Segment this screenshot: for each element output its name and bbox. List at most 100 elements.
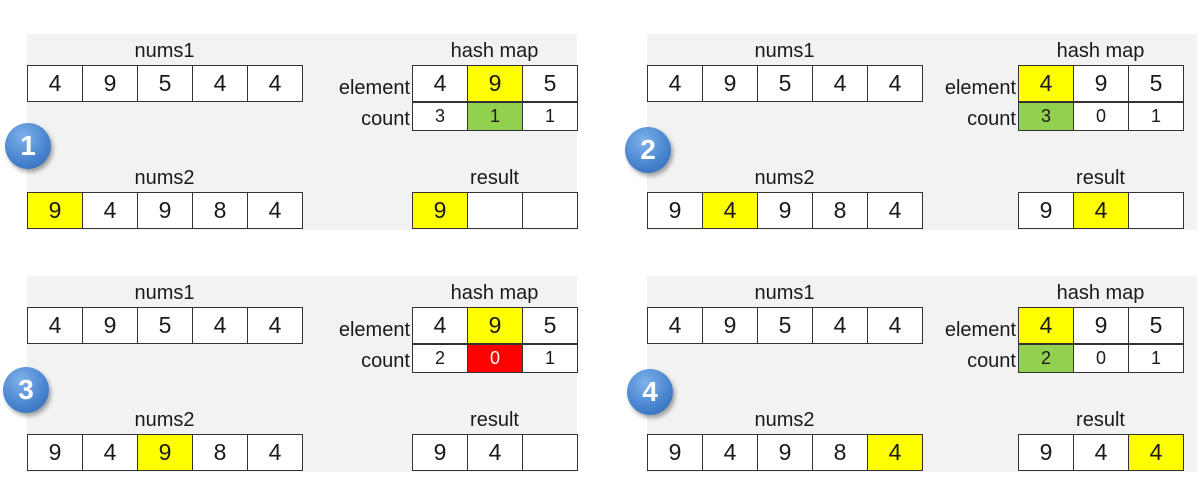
array-cell: 5: [523, 308, 578, 344]
array-cell: 4: [868, 193, 923, 229]
hash-map-label: hash map: [1056, 40, 1145, 62]
array-cell: 8: [193, 193, 248, 229]
array-cell: 4: [1129, 435, 1184, 471]
array-cell: 1: [523, 345, 578, 373]
array-cell: 9: [413, 435, 468, 471]
array-cell: 4: [648, 66, 703, 102]
array-cell: 5: [138, 66, 193, 102]
element-row-label: element: [338, 319, 410, 341]
array-cell: 4: [648, 308, 703, 344]
array-cell: 9: [28, 193, 83, 229]
count-row-label: count: [967, 350, 1016, 372]
array-cell: 9: [138, 193, 193, 229]
array-cell: 4: [28, 66, 83, 102]
count-row-label: count: [361, 350, 410, 372]
element-row-label: element: [338, 77, 410, 99]
array-cell: 8: [813, 435, 868, 471]
array-cell: 1: [1129, 103, 1184, 131]
array-cell: 9: [468, 308, 523, 344]
array-cell: 4: [703, 435, 758, 471]
array-cell: [523, 193, 578, 229]
array-cell: 4: [1074, 435, 1129, 471]
nums2-label: nums2: [134, 409, 195, 431]
array-cell: 4: [83, 435, 138, 471]
array-cell: 4: [1019, 308, 1074, 344]
array-cell: 4: [83, 193, 138, 229]
count-row-label: count: [967, 108, 1016, 130]
array-cell: 9: [83, 308, 138, 344]
array-cell: 9: [703, 66, 758, 102]
array-cell: 9: [83, 66, 138, 102]
array-cell: 1: [1129, 345, 1184, 373]
array-cell: 0: [468, 345, 523, 373]
array-cell: 9: [1074, 308, 1129, 344]
array-cell: 9: [1019, 193, 1074, 229]
array-cell: [468, 193, 523, 229]
array-cell: 9: [758, 193, 813, 229]
array-cell: 9: [648, 435, 703, 471]
result-label: result: [470, 167, 519, 189]
array-cell: 4: [1074, 193, 1129, 229]
array-cell: 9: [28, 435, 83, 471]
array-cell: 5: [1129, 308, 1184, 344]
array-cell: 4: [468, 435, 523, 471]
array-cell: 5: [758, 308, 813, 344]
result-label: result: [1076, 167, 1125, 189]
array-cell: 4: [193, 308, 248, 344]
array-cell: 4: [1019, 66, 1074, 102]
nums1-label: nums1: [754, 282, 815, 304]
step-badge-4: 4: [627, 369, 673, 415]
array-cell: 4: [868, 435, 923, 471]
count-row-label: count: [361, 108, 410, 130]
array-cell: 4: [248, 435, 303, 471]
array-cell: [523, 435, 578, 471]
array-cell: 8: [813, 193, 868, 229]
array-cell: 5: [1129, 66, 1184, 102]
array-cell: 5: [758, 66, 813, 102]
array-cell: 2: [413, 345, 468, 373]
array-cell: 9: [648, 193, 703, 229]
array-cell: 4: [248, 66, 303, 102]
array-cell: 9: [413, 193, 468, 229]
nums2-label: nums2: [754, 409, 815, 431]
array-cell: 4: [413, 308, 468, 344]
array-cell: 4: [193, 66, 248, 102]
nums2-label: nums2: [134, 167, 195, 189]
nums1-label: nums1: [134, 40, 195, 62]
step-badge-1: 1: [5, 123, 51, 169]
element-row-label: element: [944, 77, 1016, 99]
element-row-label: element: [944, 319, 1016, 341]
array-cell: 0: [1074, 103, 1129, 131]
array-cell: 4: [868, 308, 923, 344]
array-cell: 1: [523, 103, 578, 131]
array-cell: 0: [1074, 345, 1129, 373]
array-cell: 4: [28, 308, 83, 344]
array-cell: 3: [413, 103, 468, 131]
array-cell: 4: [813, 66, 868, 102]
array-cell: 9: [758, 435, 813, 471]
hash-map-label: hash map: [450, 40, 539, 62]
array-cell: [1129, 193, 1184, 229]
array-cell: 4: [248, 308, 303, 344]
result-label: result: [1076, 409, 1125, 431]
array-cell: 9: [703, 308, 758, 344]
array-cell: 4: [413, 66, 468, 102]
array-cell: 9: [468, 66, 523, 102]
